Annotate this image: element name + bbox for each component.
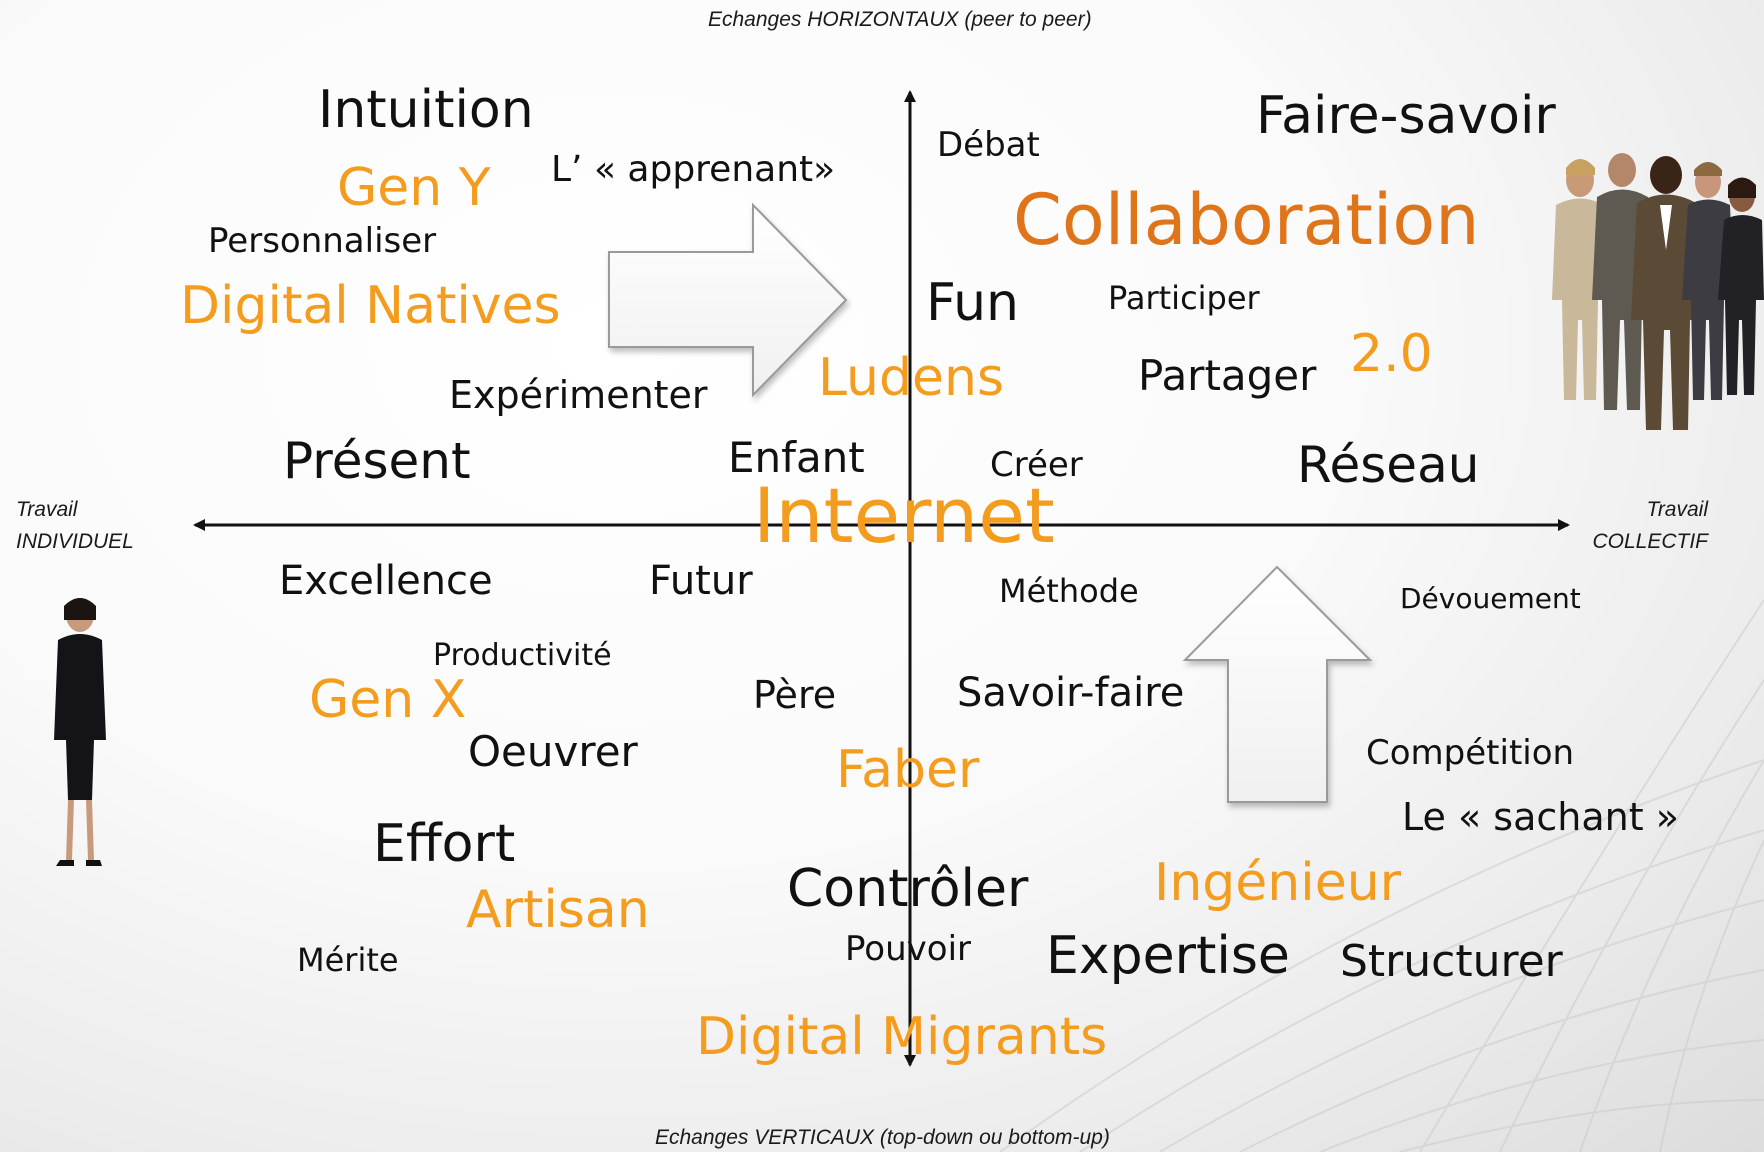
word-faire-savoir: Faire-savoir [1256, 86, 1556, 146]
word-sachant: Le « sachant » [1402, 795, 1679, 839]
word-personnaliser: Personnaliser [208, 221, 437, 261]
word-internet: Internet [753, 471, 1055, 560]
word-experimenter: Expérimenter [449, 373, 708, 417]
word-digital-migrants: Digital Migrants [696, 1007, 1108, 1067]
word-productivite: Productivité [433, 638, 612, 673]
word-two-zero: 2.0 [1350, 324, 1433, 384]
word-creer: Créer [990, 445, 1083, 485]
word-savoir-faire: Savoir-faire [957, 670, 1185, 716]
word-gen-y: Gen Y [337, 158, 491, 218]
word-pouvoir: Pouvoir [845, 929, 971, 969]
word-controler: Contrôler [787, 859, 1029, 919]
word-methode: Méthode [999, 572, 1139, 610]
word-merite: Mérite [297, 941, 399, 979]
word-effort: Effort [373, 814, 516, 874]
axis-label-right: Travail COLLECTIF [1570, 494, 1708, 558]
word-competition: Compétition [1366, 733, 1575, 773]
word-partager: Partager [1138, 351, 1317, 400]
axis-label-left-line2: INDIVIDUEL [16, 530, 134, 553]
word-digital-natives: Digital Natives [180, 276, 561, 336]
word-devouement: Dévouement [1400, 582, 1581, 615]
word-faber: Faber [836, 740, 980, 800]
word-expertise: Expertise [1046, 926, 1290, 986]
axis-label-bottom: Echanges VERTICAUX (top-down ou bottom-u… [655, 1126, 1110, 1149]
word-apprenant: L’ « apprenant» [551, 149, 836, 190]
word-debat: Débat [937, 125, 1040, 165]
word-structurer: Structurer [1340, 936, 1563, 987]
word-futur: Futur [649, 558, 753, 604]
word-present: Présent [283, 432, 471, 490]
word-participer: Participer [1108, 279, 1260, 317]
axis-label-right-line1: Travail [1646, 498, 1708, 521]
word-intuition: Intuition [318, 80, 534, 140]
word-pere: Père [753, 673, 837, 717]
word-oeuvrer: Oeuvrer [468, 727, 638, 776]
word-gen-x: Gen X [309, 670, 467, 730]
word-collaboration: Collaboration [1013, 179, 1480, 261]
axis-label-left-line1: Travail [16, 498, 78, 521]
word-excellence: Excellence [279, 558, 493, 604]
word-ludens: Ludens [818, 348, 1005, 408]
word-fun: Fun [926, 273, 1019, 333]
axis-label-top: Echanges HORIZONTAUX (peer to peer) [708, 8, 1092, 31]
axis-label-left: Travail INDIVIDUEL [16, 494, 134, 558]
axis-label-right-line2: COLLECTIF [1592, 530, 1708, 553]
word-ingenieur: Ingénieur [1154, 853, 1402, 913]
word-artisan: Artisan [466, 880, 650, 940]
word-enfant: Enfant [728, 433, 865, 482]
word-reseau: Réseau [1297, 436, 1480, 494]
